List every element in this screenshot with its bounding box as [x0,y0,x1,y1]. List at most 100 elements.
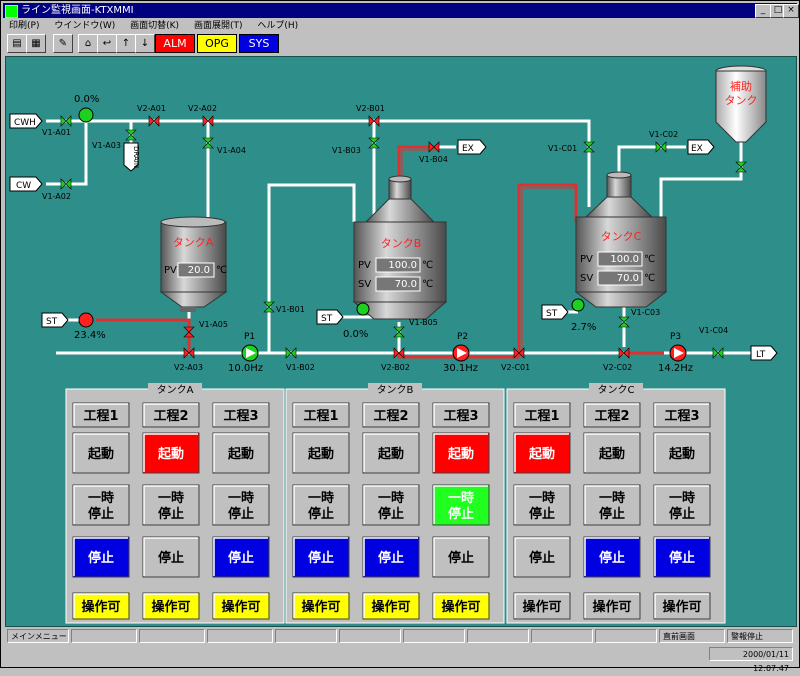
down-icon[interactable]: ↓ [135,34,155,53]
valve-v2b02-icon[interactable] [393,347,405,359]
valve-v2b01-icon[interactable] [368,115,380,127]
ready-status[interactable]: 操作可 [432,592,490,620]
valve-v2a01-icon[interactable] [148,115,160,127]
stop-button[interactable]: 停止 [362,536,420,578]
start-button[interactable]: 起動 [432,432,490,474]
ready-status[interactable]: 操作可 [653,592,711,620]
valve-v2c02-icon[interactable] [618,347,630,359]
stop-button[interactable]: 停止 [292,536,350,578]
stop-button[interactable]: 停止 [72,536,130,578]
home-icon[interactable]: ⌂ [78,34,98,53]
ready-status[interactable]: 操作可 [362,592,420,620]
start-button[interactable]: 起動 [362,432,420,474]
stop-button[interactable]: 停止 [142,536,200,578]
ready-status[interactable]: 操作可 [583,592,641,620]
ready-status[interactable]: 操作可 [72,592,130,620]
process-header-2[interactable]: 工程2 [583,402,641,428]
menu-screen-switch[interactable]: 画面切替(K) [130,21,180,31]
valve-v1b02-icon[interactable] [285,347,297,359]
prev-screen-button[interactable]: 直前画面 [659,629,725,643]
status-slot-7[interactable] [403,629,465,643]
st-a-control-valve-icon[interactable] [78,312,94,328]
valve-v1a03-icon[interactable] [125,129,137,141]
close-button[interactable]: × [783,4,799,18]
start-button[interactable]: 起動 [513,432,571,474]
up-icon[interactable]: ↑ [116,34,136,53]
back-icon[interactable]: ↩ [97,34,117,53]
valve-v2c01-icon[interactable] [513,347,525,359]
valve-v1a02-icon[interactable] [60,178,72,190]
st-b-control-valve-icon[interactable] [356,302,370,316]
menu-screen-expand[interactable]: 画面展開(T) [193,21,243,31]
minimize-button[interactable]: _ [755,4,771,18]
valve-v1c04-icon[interactable] [712,347,724,359]
stop-button[interactable]: 停止 [212,536,270,578]
process-header-2[interactable]: 工程2 [142,402,200,428]
valve-v1c01-icon[interactable] [583,141,595,153]
stop-button[interactable]: 停止 [653,536,711,578]
valve-aux-icon[interactable] [735,161,747,173]
valve-v1c02-icon[interactable] [655,141,667,153]
start-button[interactable]: 起動 [142,432,200,474]
valve-v1a01-icon[interactable] [60,115,72,127]
valve-v1a04-icon[interactable] [202,137,214,149]
stop-button[interactable]: 停止 [513,536,571,578]
start-button[interactable]: 起動 [72,432,130,474]
process-header-1[interactable]: 工程1 [292,402,350,428]
opg-button[interactable]: OPG [197,34,237,53]
menu-help[interactable]: ヘルプ(H) [257,21,299,31]
ready-status[interactable]: 操作可 [212,592,270,620]
process-header-2[interactable]: 工程2 [362,402,420,428]
status-slot-8[interactable] [467,629,529,643]
valve-v2a02-icon[interactable] [202,115,214,127]
valve-v1c03-icon[interactable] [618,316,630,328]
alm-button[interactable]: ALM [155,34,195,53]
process-header-1[interactable]: 工程1 [72,402,130,428]
process-header-3[interactable]: 工程3 [432,402,490,428]
start-button[interactable]: 起動 [292,432,350,474]
mix-control-valve-icon[interactable] [78,107,94,123]
status-slot-3[interactable] [139,629,205,643]
status-slot-4[interactable] [207,629,273,643]
print-icon[interactable]: ▤ [7,34,27,53]
app-icon[interactable] [5,5,18,18]
start-button[interactable]: 起動 [212,432,270,474]
valve-v1a05-icon[interactable] [183,326,195,338]
status-slot-5[interactable] [275,629,337,643]
stop-button[interactable]: 停止 [583,536,641,578]
alarm-stop-button[interactable]: 警報停止 [727,629,793,643]
status-slot-10[interactable] [595,629,657,643]
sys-button[interactable]: SYS [239,34,279,53]
menu-print[interactable]: 印刷(P) [9,21,40,31]
status-slot-6[interactable] [339,629,401,643]
process-header-3[interactable]: 工程3 [212,402,270,428]
process-header-1[interactable]: 工程1 [513,402,571,428]
ready-status[interactable]: 操作可 [142,592,200,620]
valve-v2a03-icon[interactable] [183,347,195,359]
valve-v1b04-icon[interactable] [428,141,440,153]
tool-icon[interactable]: ✎ [53,34,73,53]
start-button[interactable]: 起動 [583,432,641,474]
stop-button[interactable]: 停止 [432,536,490,578]
menu-window[interactable]: ウインドウ(W) [54,21,116,31]
main-menu-button[interactable]: メインメニュー [7,629,69,643]
print-preview-icon[interactable]: ▦ [26,34,46,53]
valve-v1b01-icon[interactable] [263,301,275,313]
valve-v1b03-icon[interactable] [368,137,380,149]
st-c-control-valve-icon[interactable] [571,298,585,312]
start-button[interactable]: 起動 [653,432,711,474]
status-slot-2[interactable] [71,629,137,643]
ready-status[interactable]: 操作可 [292,592,350,620]
valve-v1b05-icon[interactable] [393,326,405,338]
ready-status[interactable]: 操作可 [513,592,571,620]
process-header-3[interactable]: 工程3 [653,402,711,428]
